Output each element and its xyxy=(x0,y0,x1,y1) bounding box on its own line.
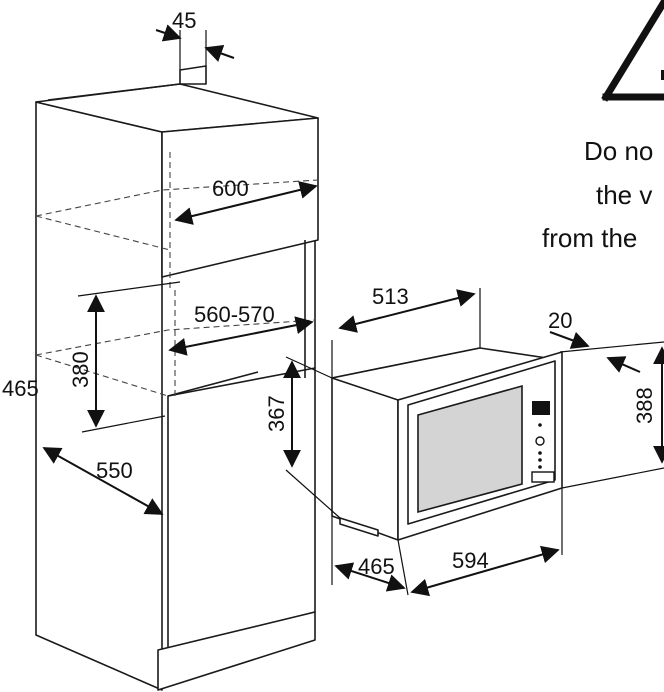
dimension-lines xyxy=(42,24,664,597)
button-dot-2 xyxy=(538,451,542,455)
dim-label-frame-height: 388 xyxy=(632,387,657,424)
dim-label-cabinet-depth: 465 xyxy=(2,376,39,401)
warning-text-line-3: from the xyxy=(542,223,637,253)
hidden-lower-back xyxy=(35,354,169,397)
microwave-feet xyxy=(339,517,379,537)
warning-text-line-1: Do no xyxy=(584,136,653,166)
door-button xyxy=(531,471,555,483)
cabinet-left-panel xyxy=(35,101,163,691)
dim-label-inner-width: 560-570 xyxy=(194,302,275,327)
hidden-upper-back xyxy=(35,215,171,251)
display-panel xyxy=(532,401,550,415)
microwave xyxy=(331,347,563,541)
top-rail xyxy=(179,65,207,85)
dim-label-body-height: 367 xyxy=(264,395,289,432)
dim-label-cabinet-width: 600 xyxy=(212,176,249,201)
button-dot-4 xyxy=(538,465,542,469)
top-rail-line xyxy=(47,83,181,101)
cabinet xyxy=(35,65,319,691)
dim-label-inner-depth: 550 xyxy=(96,458,133,483)
shelf-edge xyxy=(167,371,259,397)
dim-label-opening-height: 380 xyxy=(68,351,93,388)
button-dot-3 xyxy=(538,458,542,462)
microwave-window xyxy=(417,384,523,514)
button-dot-1 xyxy=(538,423,542,427)
dim-label-frame-depth: 20 xyxy=(548,308,572,333)
warning-triangle-icon xyxy=(601,0,664,102)
dim-label-body-depth: 513 xyxy=(372,284,409,309)
dim-label-appliance-depth: 465 xyxy=(358,554,395,579)
cabinet-plinth xyxy=(157,611,316,691)
control-knob xyxy=(535,436,545,446)
dim-label-frame-width: 594 xyxy=(452,548,489,573)
dim-label-top-offset: 45 xyxy=(172,8,196,33)
warning-text-line-2: the v xyxy=(596,180,652,210)
